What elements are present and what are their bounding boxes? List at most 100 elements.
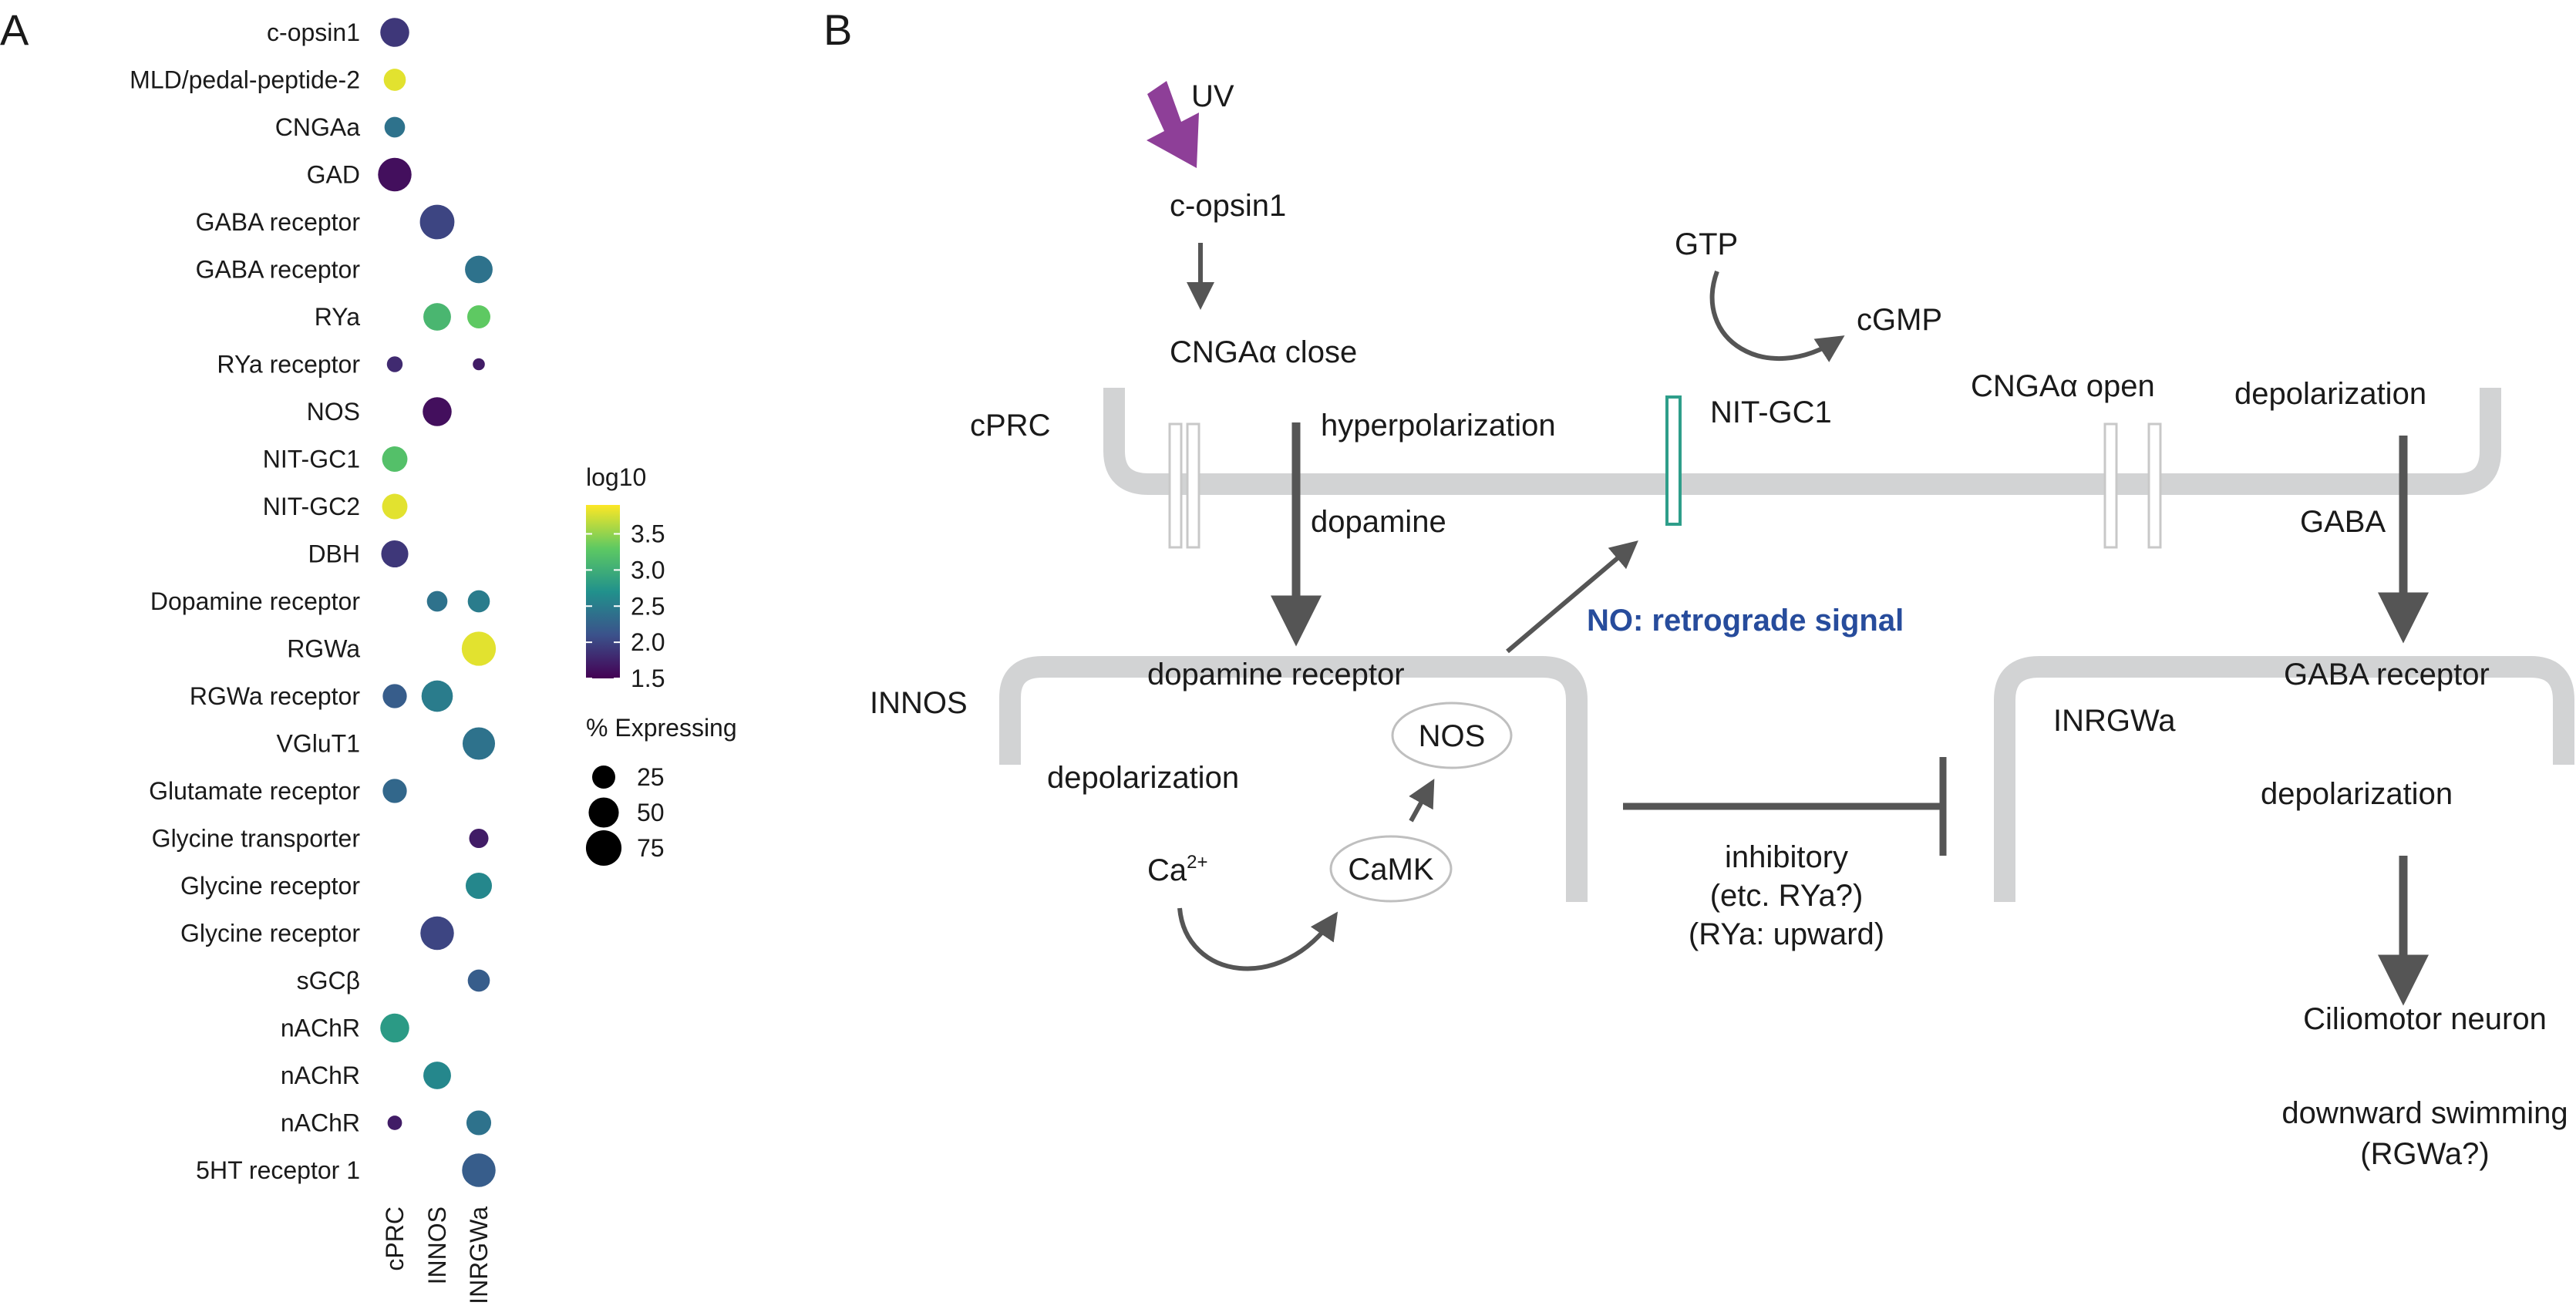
gene-label: Glycine receptor	[180, 920, 360, 947]
size-legend-dot	[588, 797, 619, 828]
inhibitory-label: inhibitory	[1725, 840, 1848, 874]
expression-dot	[421, 680, 453, 712]
expression-dot	[423, 303, 451, 331]
no-retrograde-arrow	[1506, 540, 1638, 654]
inhibitory-etc-label: (etc. RYa?)	[1710, 879, 1864, 913]
cgmp-label: cGMP	[1857, 303, 1942, 337]
cell-type-label: cPRC	[381, 1206, 409, 1271]
size-legend-dot	[585, 829, 622, 866]
expression-dot	[387, 1116, 402, 1130]
gene-label: NOS	[307, 398, 360, 426]
expression-dot	[382, 684, 407, 708]
depolarization-innos-label: depolarization	[1047, 761, 1239, 795]
gene-label: NIT-GC2	[263, 493, 360, 520]
cprc-membrane	[1103, 388, 2501, 495]
gene-label: NIT-GC1	[263, 446, 360, 473]
gene-label: CNGAa	[275, 113, 360, 141]
expression-dot	[380, 18, 409, 47]
calcium-to-camk-arrow	[1177, 907, 1339, 971]
expression-dot	[382, 779, 407, 803]
dot-plot	[378, 18, 497, 1187]
cnga-close-label: CNGAα close	[1170, 335, 1357, 369]
color-legend-title: log10	[586, 463, 646, 491]
expression-dot	[466, 1110, 492, 1136]
expression-dot	[462, 727, 496, 760]
expression-dot	[465, 255, 493, 284]
nos-node	[1391, 702, 1513, 769]
color-legend-bar	[586, 505, 620, 678]
gene-label: sGCβ	[297, 967, 360, 994]
gene-label: nAChR	[281, 1015, 360, 1042]
nos-label: NOS	[1419, 719, 1486, 753]
expression-dot	[461, 631, 497, 666]
camk-node	[1329, 835, 1453, 903]
gene-label: nAChR	[281, 1109, 360, 1137]
rgwa-note-label: (RGWa?)	[2360, 1137, 2489, 1171]
cnga-channel-left	[1168, 422, 1200, 549]
nit-gc1-channel	[1665, 395, 1682, 526]
gene-label: GABA receptor	[196, 256, 361, 284]
gaba-receptor-label: GABA receptor	[2284, 658, 2490, 692]
dopamine-receptor-label: dopamine receptor	[1147, 658, 1405, 692]
panel-label-b: B	[823, 5, 852, 54]
cprc-label: cPRC	[970, 409, 1050, 443]
gtp-to-cgmp-arrow	[1709, 270, 1845, 362]
depolarization-inrgwa-label: depolarization	[2261, 777, 2453, 811]
gene-label: nAChR	[281, 1062, 360, 1089]
hyperpolarization-label: hyperpolarization	[1321, 409, 1556, 443]
expression-dot	[419, 204, 455, 240]
expression-dot	[384, 116, 406, 138]
uv-label: UV	[1191, 79, 1234, 113]
expression-dot	[423, 397, 452, 426]
expression-dot	[420, 916, 454, 951]
expression-dot	[423, 1062, 451, 1089]
gene-label: Glycine receptor	[180, 872, 360, 900]
calcium-label: Ca2+	[1147, 852, 1208, 887]
gene-label: Dopamine receptor	[150, 587, 360, 615]
gene-label: VGluT1	[277, 730, 360, 758]
size-legend-dot	[592, 766, 615, 789]
expression-dot	[467, 969, 490, 992]
innos-membrane	[999, 656, 1588, 902]
expression-dot	[467, 305, 490, 328]
cnga-open-label: CNGAα open	[1971, 369, 2155, 403]
gene-label: Glycine transporter	[152, 825, 361, 853]
inrgwa-label: INRGWa	[2053, 704, 2176, 738]
c-opsin1-label: c-opsin1	[1170, 189, 1286, 223]
color-tick-label: 3.0	[631, 556, 665, 584]
gaba-label: GABA	[2300, 505, 2386, 539]
gene-label: MLD/pedal-peptide-2	[130, 66, 360, 94]
gene-label: 5HT receptor 1	[196, 1156, 360, 1184]
expression-dot	[382, 493, 408, 520]
color-tick-label: 2.0	[631, 628, 665, 656]
camk-to-nos-arrow	[1409, 779, 1435, 823]
expression-dot	[381, 540, 409, 568]
gene-label: RYa receptor	[217, 351, 360, 379]
color-tick-label: 3.5	[631, 520, 665, 548]
gene-label: DBH	[308, 540, 360, 568]
cell-type-label: INRGWa	[465, 1206, 493, 1304]
expression-dot	[465, 872, 493, 900]
inhibitory-rya-label: (RYa: upward)	[1689, 917, 1884, 951]
color-tick-label: 1.5	[631, 665, 665, 692]
expression-dot	[469, 828, 489, 849]
color-tick-label: 2.5	[631, 592, 665, 620]
nit-gc1-label: NIT-GC1	[1710, 395, 1832, 429]
uv-arrow-icon	[1147, 81, 1199, 168]
expression-dot	[382, 446, 408, 472]
expression-dot	[462, 1153, 496, 1187]
gene-label: GAD	[307, 161, 360, 189]
expression-dot	[473, 358, 485, 371]
gene-label: Glutamate receptor	[149, 777, 360, 805]
gene-label: c-opsin1	[267, 19, 360, 46]
gene-label: RGWa	[287, 635, 360, 663]
expression-dot	[378, 157, 412, 192]
innos-label: INNOS	[870, 686, 968, 720]
size-legend-label: 75	[637, 834, 665, 862]
expression-dot	[380, 1013, 409, 1043]
ciliomotor-neuron-label: Ciliomotor neuron	[2303, 1002, 2547, 1036]
dopamine-label: dopamine	[1311, 505, 1446, 539]
